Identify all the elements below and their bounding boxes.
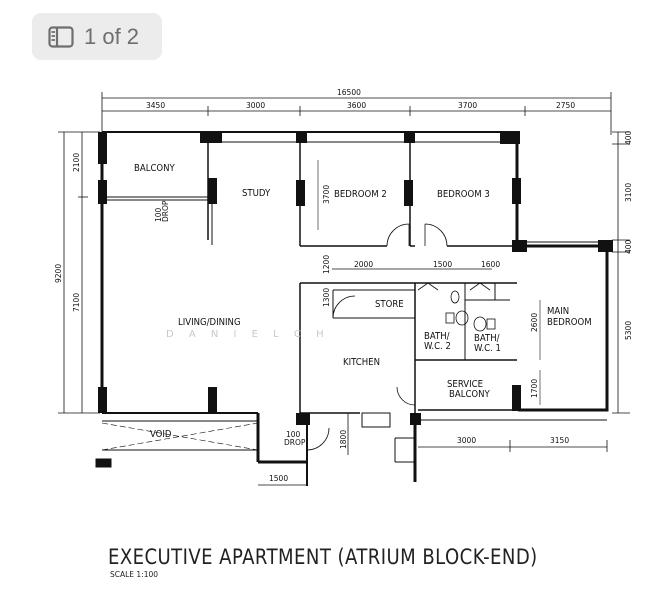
dim-right-3: 400 <box>624 239 633 254</box>
dim-inner-1500: 1500 <box>433 260 452 269</box>
label-main-bedroom-2: BEDROOM <box>547 317 592 328</box>
label-service-balcony-2: BALCONY <box>449 389 491 400</box>
label-study: STUDY <box>242 188 271 199</box>
label-bath1-line1: BATH/ <box>474 333 500 344</box>
label-bath2-line2: W.C. 2 <box>424 341 451 352</box>
dim-top-5: 2750 <box>556 101 575 110</box>
dim-inner-1600: 1600 <box>481 260 500 269</box>
dim-top-4: 3700 <box>458 101 477 110</box>
structural-columns <box>98 132 613 425</box>
label-drop-2b: DROP <box>284 438 306 447</box>
dim-inner-1200: 1200 <box>322 255 331 274</box>
label-balcony: BALCONY <box>134 163 176 174</box>
dim-inner-3700: 3700 <box>322 185 331 204</box>
dim-inner-1300: 1300 <box>322 288 331 307</box>
page-indicator-badge[interactable]: 1 of 2 <box>32 13 162 60</box>
dim-bottom-3150: 3150 <box>550 436 569 445</box>
label-living-dining: LIVING/DINING <box>178 317 241 328</box>
dim-left-overall: 9200 <box>54 264 63 283</box>
watermark: D A N I E L C H <box>166 329 330 340</box>
label-bath1-line2: W.C. 1 <box>474 343 501 354</box>
dim-top-3: 3600 <box>347 101 366 110</box>
label-kitchen: KITCHEN <box>343 357 380 368</box>
label-main-bedroom-1: MAIN <box>547 306 569 317</box>
dim-right-2: 3100 <box>624 183 633 202</box>
plan-title: EXECUTIVE APARTMENT (ATRIUM BLOCK-END) <box>108 545 538 569</box>
label-service-balcony-1: SERVICE <box>447 379 483 390</box>
dim-left-1: 2100 <box>72 153 81 172</box>
dim-bottom-1800: 1800 <box>339 430 348 449</box>
label-store: STORE <box>375 299 404 310</box>
dim-inner-1700: 1700 <box>530 379 539 398</box>
label-bedroom-2: BEDROOM 2 <box>334 189 387 200</box>
dim-inner-2000: 2000 <box>354 260 373 269</box>
dim-inner-2600: 2600 <box>530 313 539 332</box>
dim-top-1: 3450 <box>146 101 165 110</box>
dim-right-1: 400 <box>624 130 633 145</box>
label-void: VOID <box>150 429 172 440</box>
label-drop-1a: 100 <box>154 207 163 222</box>
label-drop-1b: DROP <box>161 200 170 222</box>
dim-top-2: 3000 <box>246 101 265 110</box>
sidebar-icon <box>48 25 74 48</box>
label-bath2-line1: BATH/ <box>424 331 450 342</box>
dim-bottom-3000: 3000 <box>457 436 476 445</box>
label-drop-2a: 100 <box>286 430 301 439</box>
page-indicator-text: 1 of 2 <box>84 23 140 49</box>
dim-overall: 16500 <box>337 88 361 97</box>
dim-bottom-1500: 1500 <box>269 474 288 483</box>
label-bedroom-3: BEDROOM 3 <box>437 189 490 200</box>
dim-left-2: 7100 <box>72 293 81 312</box>
plan-scale: SCALE 1:100 <box>110 570 159 579</box>
dim-right-4: 5300 <box>624 321 633 340</box>
